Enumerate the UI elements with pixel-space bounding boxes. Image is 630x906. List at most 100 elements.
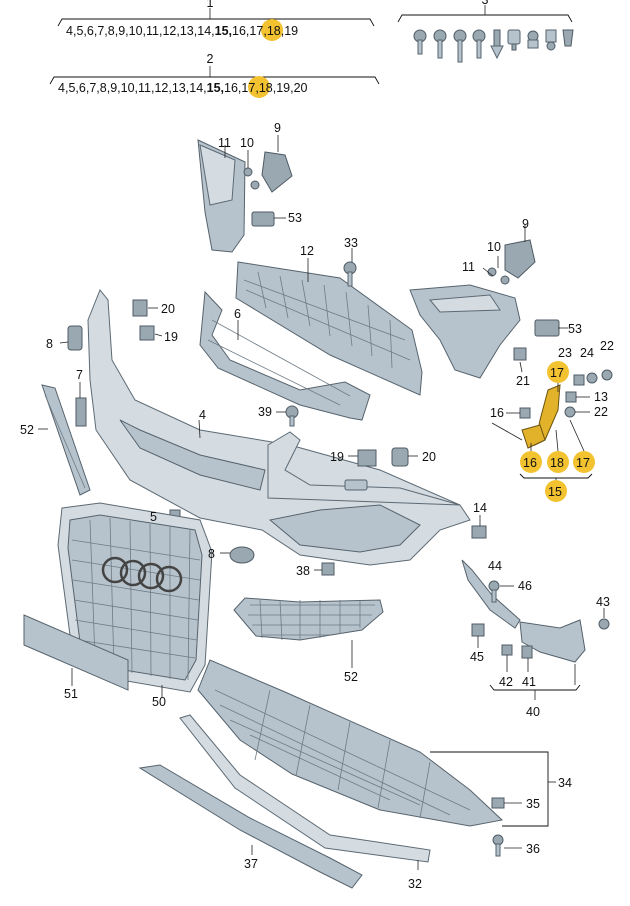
set-member: 9, — [110, 81, 120, 95]
svg-text:17: 17 — [576, 456, 590, 470]
clip-19-center — [357, 449, 377, 467]
set-member: 13, — [172, 81, 189, 95]
svg-text:38: 38 — [296, 564, 310, 578]
svg-text:11: 11 — [218, 136, 231, 150]
bracket-15-highlighted — [521, 384, 561, 449]
clip-14 — [471, 525, 487, 539]
svg-text:11: 11 — [462, 260, 475, 274]
set-member: 4, — [66, 24, 76, 38]
license-plate-bracket — [23, 614, 129, 691]
set-member: 12, — [154, 81, 171, 95]
svg-text:19: 19 — [164, 330, 178, 344]
set-member: 19 — [284, 24, 298, 38]
svg-text:52: 52 — [344, 670, 358, 684]
svg-text:22: 22 — [600, 339, 614, 353]
radiator-grille — [57, 502, 213, 693]
clip-35 — [491, 797, 505, 809]
set-member: 17, — [241, 81, 258, 95]
clip-16-upper — [519, 407, 531, 419]
four-rings-emblem — [101, 556, 183, 593]
svg-text:53: 53 — [288, 211, 302, 225]
svg-text:14: 14 — [473, 501, 487, 515]
svg-text:41: 41 — [522, 675, 536, 689]
set-member: 5, — [68, 81, 78, 95]
trim-7 — [75, 397, 87, 427]
underbody-shield — [197, 659, 504, 827]
clip-38 — [321, 562, 335, 576]
svg-text:51: 51 — [64, 687, 78, 701]
cap-8-upper — [67, 325, 83, 351]
clip-13 — [565, 391, 577, 403]
bracket-9-right — [504, 239, 536, 279]
svg-text:10: 10 — [240, 136, 254, 150]
svg-text:39: 39 — [258, 405, 272, 419]
svg-text:43: 43 — [596, 595, 610, 609]
clip-41 — [521, 645, 533, 659]
screw-46 — [488, 580, 500, 603]
svg-text:45: 45 — [470, 650, 484, 664]
set-member: 17, — [249, 24, 266, 38]
svg-text:36: 36 — [526, 842, 540, 856]
set-3-number: 3 — [482, 0, 489, 7]
clip-23 — [573, 374, 585, 386]
svg-text:5: 5 — [150, 510, 157, 524]
set-member: 8, — [100, 81, 110, 95]
svg-text:9: 9 — [522, 217, 529, 231]
svg-text:9: 9 — [274, 121, 281, 135]
nut-22-lower — [564, 406, 576, 418]
lip-32 — [179, 714, 431, 863]
svg-text:13: 13 — [594, 390, 608, 404]
set-1-callout: 1 4,5,6,7,8,9,10,11,12,13,14,15,16,17,18… — [57, 0, 375, 41]
svg-text:18: 18 — [550, 456, 564, 470]
screw-43 — [598, 618, 610, 630]
svg-text:8: 8 — [46, 337, 53, 351]
set-member: 15, — [207, 81, 224, 95]
cap-20-center — [391, 447, 409, 467]
svg-text:6: 6 — [234, 307, 241, 321]
set-member: 14, — [197, 24, 214, 38]
svg-text:19: 19 — [330, 450, 344, 464]
set-member: 20 — [294, 81, 308, 95]
svg-text:33: 33 — [344, 236, 358, 250]
trim-44 — [461, 559, 521, 629]
svg-text:40: 40 — [526, 705, 540, 719]
set-1-highlight — [261, 19, 283, 41]
svg-text:32: 32 — [408, 877, 422, 891]
set-2-highlight — [248, 76, 270, 98]
nut-22-upper — [601, 369, 613, 381]
set-member: 14, — [189, 81, 206, 95]
svg-text:37: 37 — [244, 857, 258, 871]
svg-text:20: 20 — [422, 450, 436, 464]
set-member: 18, — [259, 81, 276, 95]
bracket-40 — [519, 619, 586, 663]
fastener-set-icons — [413, 29, 574, 63]
set-member: 10, — [129, 24, 146, 38]
svg-text:42: 42 — [499, 675, 513, 689]
svg-text:20: 20 — [161, 302, 175, 316]
grille-strip-52-left — [41, 384, 91, 496]
set-member: 13, — [180, 24, 197, 38]
set-member: 4, — [58, 81, 68, 95]
set-member: 10, — [121, 81, 138, 95]
nut-24 — [586, 372, 598, 384]
set-member: 5, — [76, 24, 86, 38]
set-member: 9, — [118, 24, 128, 38]
svg-text:52: 52 — [20, 423, 34, 437]
clip-19-left — [139, 325, 155, 341]
grille-carrier — [235, 261, 423, 396]
svg-text:22: 22 — [594, 405, 608, 419]
set-member: 7, — [89, 81, 99, 95]
set-member: 11, — [146, 24, 162, 38]
set-member: 6, — [87, 24, 97, 38]
set-1-members: 4,5,6,7,8,9,10,11,12,13,14,15,16,17,18,1… — [66, 24, 298, 38]
svg-text:16: 16 — [490, 406, 504, 420]
svg-text:53: 53 — [568, 322, 582, 336]
part-53-left — [251, 211, 275, 227]
svg-text:34: 34 — [558, 776, 572, 790]
svg-text:35: 35 — [526, 797, 540, 811]
set-member: 7, — [97, 24, 107, 38]
set-member: 8, — [108, 24, 118, 38]
set-member: 18, — [267, 24, 284, 38]
svg-text:23: 23 — [558, 346, 572, 360]
right-guide-bracket — [409, 239, 560, 379]
